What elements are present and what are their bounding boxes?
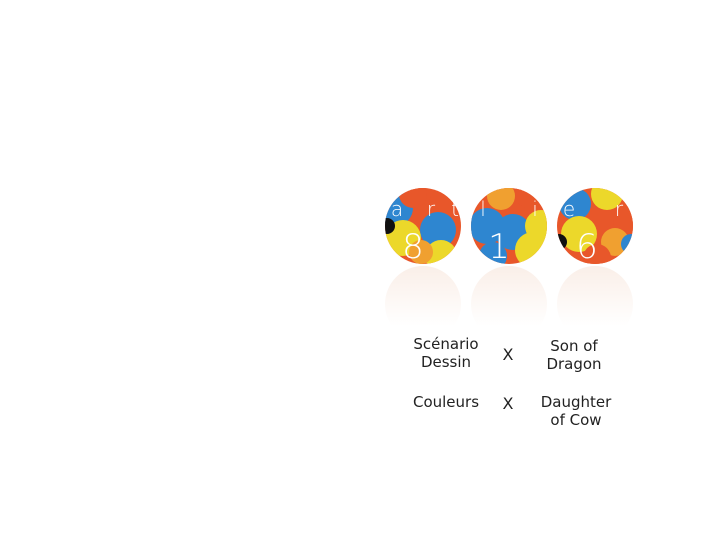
logo-letter-r: r	[427, 197, 436, 221]
credits: Scénario Dessin X Son of Dragon Couleurs…	[400, 333, 640, 443]
credit-separator-1: X	[502, 345, 514, 364]
logo-letter-e: e	[563, 197, 575, 221]
logo-letter-a: a	[391, 197, 403, 221]
credit-separator-2: X	[502, 394, 514, 413]
atelier-816-logo: a r t l i e r 8 1 6	[383, 186, 635, 342]
logo-circle-2	[471, 188, 547, 264]
logo-graphic: a r t l i e r 8 1 6	[383, 188, 635, 342]
logo-letter-i: i	[532, 197, 538, 221]
logo-letter-t: t	[451, 197, 459, 221]
credit-role-scenario-dessin: Scénario Dessin	[413, 335, 479, 371]
logo-letter-l: l	[480, 197, 486, 221]
credit-role-couleurs: Couleurs	[412, 393, 480, 411]
logo-number-1: 1	[488, 227, 510, 267]
logo-number-8: 8	[402, 227, 424, 267]
credit-name-son-of-dragon: Son of Dragon	[546, 337, 602, 373]
logo-letter-r2: r	[615, 197, 624, 221]
logo-circle-1	[385, 188, 461, 264]
logo-number-6: 6	[576, 227, 598, 267]
credit-name-daughter-of-cow: Daughter of Cow	[540, 393, 612, 429]
